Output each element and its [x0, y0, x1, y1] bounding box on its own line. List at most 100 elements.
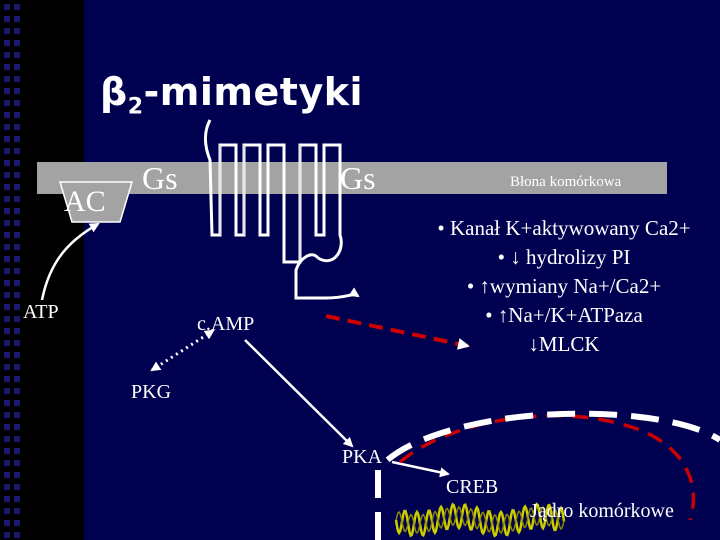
stripe-dot: [14, 340, 20, 346]
stripe-dot: [14, 532, 20, 538]
stripe-dot: [4, 148, 10, 154]
stripe-dot: [4, 172, 10, 178]
stripe-dot: [4, 112, 10, 118]
stripe-dot: [4, 328, 10, 334]
pka-creb-curve: [398, 413, 696, 521]
stripe-dot: [4, 256, 10, 262]
stripe-dot: [14, 28, 20, 34]
left-stripe: [0, 0, 84, 540]
stripe-dot: [14, 424, 20, 430]
stripe-dot: [14, 220, 20, 226]
stripe-dot: [4, 40, 10, 46]
stripe-dot: [4, 304, 10, 310]
cell-membrane: [37, 162, 667, 194]
slide-title: β2-mimetyki: [100, 70, 364, 120]
stripe-dot: [14, 208, 20, 214]
stripe-dot: [4, 196, 10, 202]
stripe-dot: [4, 352, 10, 358]
gs-right-label: Gs: [340, 160, 376, 196]
stripe-dot: [14, 304, 20, 310]
membrane-label: Błona komórkowa: [510, 174, 622, 190]
stripe-dot: [4, 52, 10, 58]
stripe-dot: [4, 76, 10, 82]
stripe-dot: [4, 268, 10, 274]
stripe-dot: [4, 16, 10, 22]
receptor-inner: [219, 145, 301, 262]
stripe-dot: [4, 388, 10, 394]
stripe-dot: [14, 76, 20, 82]
stripe-dot: [4, 280, 10, 286]
stripe-dot: [14, 352, 20, 358]
beta2-receptor: [203, 119, 343, 264]
stripe-dot: [4, 436, 10, 442]
stripe-dot: [14, 4, 20, 10]
stripe-dot: [4, 496, 10, 502]
stripe-dot: [4, 508, 10, 514]
stripe-dot: [4, 364, 10, 370]
stripe-dot: [14, 376, 20, 382]
creb-label: CREB: [446, 476, 499, 498]
stripe-dot: [14, 292, 20, 298]
stripe-dot: [4, 460, 10, 466]
stripe-dot: [14, 124, 20, 130]
gs-left-label: Gs: [142, 160, 178, 196]
stripe-dot: [4, 184, 10, 190]
effect-item: • ↑Na+/K+ATPaza: [485, 303, 643, 327]
effect-item: • ↑wymiany Na+/Ca2+: [466, 274, 662, 298]
stripe-dot: [14, 472, 20, 478]
atp-label: ATP: [23, 301, 59, 323]
effect-item: ↓MLCK: [528, 332, 600, 356]
stripe-dot: [4, 412, 10, 418]
stripe-dot: [14, 280, 20, 286]
nucleus-label: Jądro komórkowe: [530, 500, 674, 522]
stripe-dot: [14, 508, 20, 514]
stripe-dot: [4, 136, 10, 142]
effect-item: • Kanał K+aktywowany Ca2+: [437, 216, 691, 240]
stripe-dot: [14, 484, 20, 490]
stripe-dot: [4, 88, 10, 94]
stripe-dot: [14, 364, 20, 370]
stripe-dot: [14, 496, 20, 502]
stripe-dot: [4, 244, 10, 250]
stripe-dot: [14, 256, 20, 262]
pkg-label: PKG: [131, 381, 172, 403]
stripe-dot: [14, 388, 20, 394]
effects-list: • Kanał K+aktywowany Ca2+ • ↓ hydrolizy …: [414, 214, 714, 359]
dna-strand-2: [395, 505, 565, 535]
stripe-dot: [4, 448, 10, 454]
nuclear-envelope: [375, 410, 720, 540]
atp-to-ac-arrow: [40, 222, 100, 301]
camp-pkg-arrow: [150, 329, 215, 372]
stripe-dot: [14, 160, 20, 166]
stripe-dot: [14, 196, 20, 202]
stripe-dot: [14, 184, 20, 190]
camp-label: c.AMP: [197, 313, 255, 335]
stripe-dot: [14, 88, 20, 94]
stripe-dot: [4, 520, 10, 526]
stripe-dot: [4, 424, 10, 430]
stripe-dot: [4, 400, 10, 406]
stripe-dot: [14, 520, 20, 526]
stripe-dot: [4, 232, 10, 238]
ac-label: AC: [64, 185, 106, 218]
receptor-tail: [294, 253, 360, 300]
stripe-dot: [4, 220, 10, 226]
stripe-dot: [4, 484, 10, 490]
stripe-dot: [14, 148, 20, 154]
stripe-dot: [4, 160, 10, 166]
stripe-dot: [14, 412, 20, 418]
pka-effects-arrow: [325, 314, 470, 350]
stripe-dot: [4, 532, 10, 538]
stripe-dot: [14, 112, 20, 118]
stripe-dot: [4, 340, 10, 346]
stripe-dot: [14, 136, 20, 142]
stripe-dot: [14, 448, 20, 454]
effect-item: • ↓ hydrolizy PI: [497, 245, 631, 269]
stripe-dot: [14, 316, 20, 322]
stripe-dot: [14, 64, 20, 70]
stripe-dot: [4, 376, 10, 382]
stripe-dot: [4, 472, 10, 478]
stripe-dot: [14, 328, 20, 334]
stripe-dot: [4, 100, 10, 106]
